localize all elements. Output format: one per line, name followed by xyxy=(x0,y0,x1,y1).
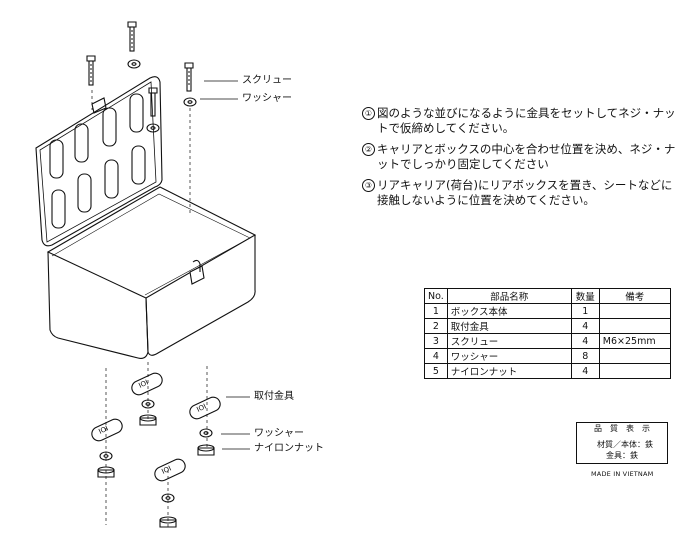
step-number: ① xyxy=(362,107,375,120)
instruction-2: ② キャリアとボックスの中心を合わせ位置を決め、ネジ・ナットでしっかり固定してく… xyxy=(362,142,682,172)
bottom-hardware xyxy=(91,372,221,528)
quality-label-box: 品 質 表 示 材質／本体：鉄 金具：鉄 xyxy=(576,422,668,464)
callout-washer-top: ワッシャー xyxy=(242,93,292,104)
cell-qty: 4 xyxy=(570,318,600,334)
cell-note: M6×25mm xyxy=(598,333,671,349)
callout-bracket: 取付金具 xyxy=(254,391,294,402)
cell-qty: 8 xyxy=(570,348,600,364)
cell-name: ボックス本体 xyxy=(446,303,572,319)
top-screws xyxy=(86,21,197,133)
table-row: 2 取付金具 4 xyxy=(424,318,671,334)
parts-table: No. 部品名称 数量 備考 1 ボックス本体 1 2 取付金具 4 3 スクリ… xyxy=(424,288,671,379)
header-qty: 数量 xyxy=(570,288,600,304)
step-number: ③ xyxy=(362,179,375,192)
leader-lines xyxy=(200,80,250,450)
cell-qty: 1 xyxy=(570,303,600,319)
cell-no: 2 xyxy=(424,318,448,334)
cell-name: ナイロンナット xyxy=(446,363,572,379)
quality-label-material-fittings: 金具：鉄 xyxy=(606,451,638,460)
quality-label-material-body: 材質／本体：鉄 xyxy=(597,440,653,449)
header-note: 備考 xyxy=(598,288,671,304)
cell-name: 取付金具 xyxy=(446,318,572,334)
cell-note xyxy=(598,303,671,319)
bracket-marking: IOI xyxy=(97,424,109,435)
instruction-3: ③ リアキャリア(荷台)にリアボックスを置き、シートなどに接触しないように位置を… xyxy=(362,178,682,208)
cell-note xyxy=(598,363,671,379)
assembly-axes xyxy=(91,90,208,530)
instruction-text: 図のような並びになるように金具をセットしてネジ・ナットで仮締めしてください。 xyxy=(377,106,676,135)
bracket-marking: IOI xyxy=(137,378,149,389)
instruction-text: キャリアとボックスの中心を合わせ位置を決め、ネジ・ナットでしっかり固定してくださ… xyxy=(377,142,676,171)
cell-note xyxy=(598,348,671,364)
box-body xyxy=(46,186,257,359)
table-header-row: No. 部品名称 数量 備考 xyxy=(424,288,671,304)
cell-qty: 4 xyxy=(570,363,600,379)
cell-qty: 4 xyxy=(570,333,600,349)
instruction-1: ① 図のような並びになるように金具をセットしてネジ・ナットで仮締めしてください。 xyxy=(362,106,682,136)
cell-no: 3 xyxy=(424,333,448,349)
table-row: 5 ナイロンナット 4 xyxy=(424,363,671,379)
table-row: 3 スクリュー 4 M6×25mm xyxy=(424,333,671,349)
callout-screw: スクリュー xyxy=(242,75,292,86)
header-no: No. xyxy=(424,288,448,304)
table-row: 1 ボックス本体 1 xyxy=(424,303,671,319)
bracket-marking: IOI xyxy=(195,402,207,413)
cell-name: ワッシャー xyxy=(446,348,572,364)
cell-no: 4 xyxy=(424,348,448,364)
header-name: 部品名称 xyxy=(446,288,572,304)
cell-note xyxy=(598,318,671,334)
quality-label-title: 品 質 表 示 xyxy=(594,424,650,433)
bracket-marking: IOI xyxy=(160,464,172,475)
callout-nylon-nut: ナイロンナット xyxy=(254,443,324,454)
callout-washer-bottom: ワッシャー xyxy=(254,428,304,439)
box-lid xyxy=(35,76,163,247)
cell-name: スクリュー xyxy=(446,333,572,349)
cell-no: 5 xyxy=(424,363,448,379)
table-row: 4 ワッシャー 8 xyxy=(424,348,671,364)
instruction-text: リアキャリア(荷台)にリアボックスを置き、シートなどに接触しないように位置を決め… xyxy=(377,178,673,207)
cell-no: 1 xyxy=(424,303,448,319)
step-number: ② xyxy=(362,143,375,156)
made-in-label: MADE IN VIETNAM xyxy=(591,470,654,478)
